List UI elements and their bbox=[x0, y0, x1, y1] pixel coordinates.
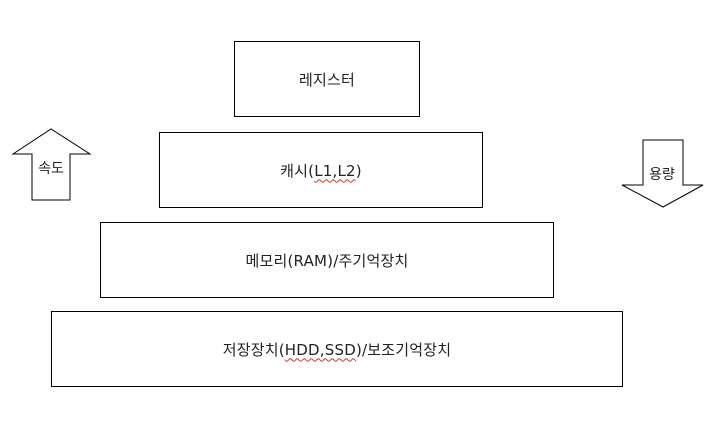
storage-level-marked-text: HDD,SSD bbox=[284, 340, 356, 359]
storage-level-box: 저장장치(HDD,SSD)/보조기억장치 bbox=[51, 311, 623, 387]
speed-label: 속도 bbox=[38, 161, 64, 177]
cache-level-box: 캐시(L1,L2) bbox=[159, 132, 483, 208]
register-level-box: 레지스터 bbox=[234, 41, 420, 117]
cache-level-label: 캐시(L1,L2) bbox=[280, 161, 362, 180]
speed-up-arrow-icon bbox=[11, 128, 92, 201]
register-level-label: 레지스터 bbox=[298, 70, 355, 89]
capacity-down-arrow-icon bbox=[621, 139, 704, 208]
storage-level-label: 저장장치(HDD,SSD)/보조기억장치 bbox=[222, 340, 452, 359]
memory-level-box: 메모리(RAM)/주기억장치 bbox=[100, 222, 554, 298]
memory-level-label: 메모리(RAM)/주기억장치 bbox=[245, 251, 409, 270]
cache-level-marked-text: L1,L2 bbox=[314, 161, 356, 180]
capacity-label: 용량 bbox=[649, 167, 675, 183]
